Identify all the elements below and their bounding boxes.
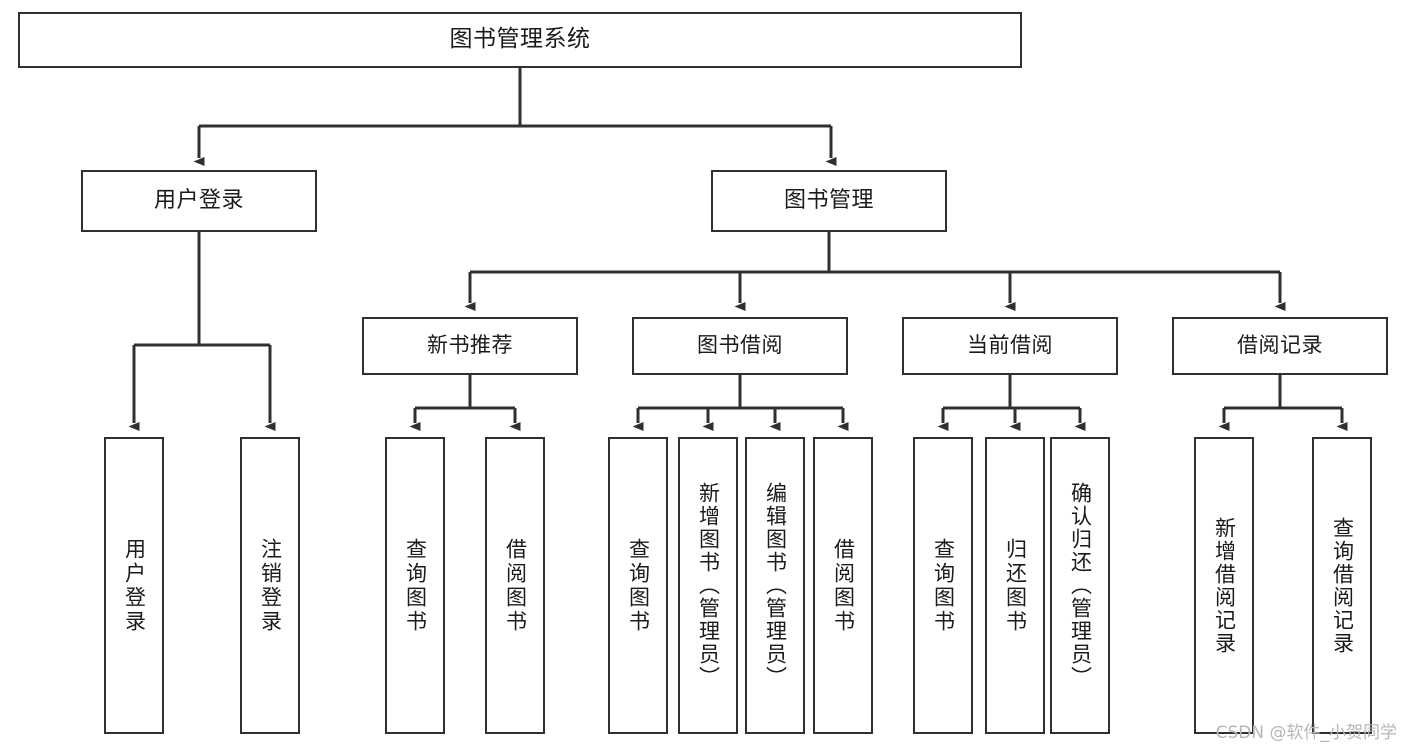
- edges-bookborrow-to-leaves: [632, 375, 849, 431]
- node-leaf-logout[interactable]: 注销登录: [240, 437, 300, 734]
- node-leaf-borrow-book-2-label: 借阅图书: [831, 537, 856, 634]
- edges-root-to-level1: [193, 68, 837, 166]
- node-new-book-rec[interactable]: 新书推荐: [362, 317, 578, 375]
- node-leaf-query-record-label: 查询借阅记录: [1330, 516, 1355, 655]
- node-root-label: 图书管理系统: [449, 26, 591, 53]
- node-leaf-query-book-2[interactable]: 查询图书: [608, 437, 668, 734]
- csdn-watermark: CSDN @软件_小贺同学: [1215, 723, 1397, 743]
- node-leaf-add-record[interactable]: 新增借阅记录: [1194, 437, 1254, 734]
- node-leaf-add-record-label: 新增借阅记录: [1212, 516, 1237, 655]
- node-book-borrow-label: 图书借阅: [697, 333, 783, 358]
- node-user-login-label: 用户登录: [153, 187, 244, 213]
- node-leaf-return-book[interactable]: 归还图书: [985, 437, 1045, 734]
- node-user-login[interactable]: 用户登录: [81, 170, 317, 232]
- node-borrow-record[interactable]: 借阅记录: [1172, 317, 1388, 375]
- edges-newbookrec-to-leaves: [409, 375, 521, 431]
- node-current-borrow-label: 当前借阅: [967, 333, 1053, 358]
- node-book-manage[interactable]: 图书管理: [711, 170, 947, 232]
- node-leaf-confirm-return[interactable]: 确认归还（管理员）: [1050, 437, 1110, 734]
- node-leaf-user-login[interactable]: 用户登录: [104, 437, 164, 734]
- node-leaf-borrow-book-2[interactable]: 借阅图书: [813, 437, 873, 734]
- node-leaf-query-record[interactable]: 查询借阅记录: [1312, 437, 1372, 734]
- node-book-borrow[interactable]: 图书借阅: [632, 317, 848, 375]
- node-leaf-user-login-label: 用户登录: [122, 537, 147, 634]
- node-book-manage-label: 图书管理: [783, 187, 874, 213]
- edges-bookmanage-to-level2: [464, 232, 1286, 311]
- node-leaf-edit-book[interactable]: 编辑图书（管理员）: [745, 437, 805, 734]
- edges-borrowrecord-to-leaves: [1218, 375, 1348, 431]
- node-leaf-borrow-book-1[interactable]: 借阅图书: [485, 437, 545, 734]
- node-leaf-confirm-return-label: 确认归还（管理员）: [1068, 482, 1093, 689]
- edges-currentborrow-to-leaves: [937, 375, 1086, 431]
- node-leaf-return-book-label: 归还图书: [1003, 537, 1028, 634]
- node-leaf-query-book-1-label: 查询图书: [403, 537, 428, 634]
- node-leaf-add-book[interactable]: 新增图书（管理员）: [678, 437, 738, 734]
- node-leaf-edit-book-label: 编辑图书（管理员）: [763, 482, 788, 689]
- node-root[interactable]: 图书管理系统: [18, 12, 1022, 68]
- node-leaf-logout-label: 注销登录: [258, 537, 283, 634]
- node-leaf-query-book-2-label: 查询图书: [626, 537, 651, 634]
- edges-userlogin-to-leaves: [128, 232, 276, 431]
- node-current-borrow[interactable]: 当前借阅: [902, 317, 1118, 375]
- node-borrow-record-label: 借阅记录: [1237, 333, 1323, 358]
- node-leaf-borrow-book-1-label: 借阅图书: [503, 537, 528, 634]
- node-leaf-query-book-1[interactable]: 查询图书: [385, 437, 445, 734]
- node-leaf-query-book-3-label: 查询图书: [931, 537, 956, 634]
- node-leaf-add-book-label: 新增图书（管理员）: [696, 482, 721, 689]
- node-new-book-rec-label: 新书推荐: [427, 333, 513, 358]
- node-leaf-query-book-3[interactable]: 查询图书: [913, 437, 973, 734]
